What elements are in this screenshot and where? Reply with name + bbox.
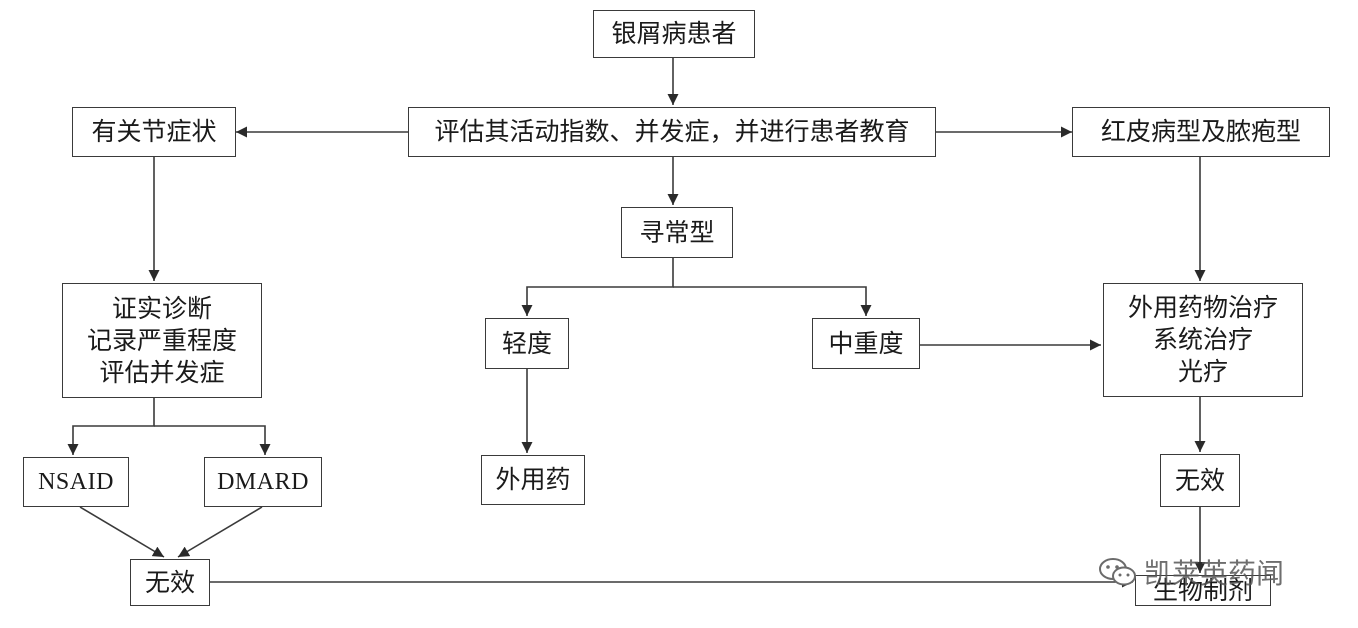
node-nsaid: NSAID xyxy=(23,457,129,507)
watermark: 凯莱英药闻 xyxy=(1098,552,1284,592)
node-therapy: 外用药物治疗 系统治疗 光疗 xyxy=(1103,283,1303,397)
node-confirm: 证实诊断 记录严重程度 评估并发症 xyxy=(62,283,262,398)
node-modsev: 中重度 xyxy=(812,318,920,369)
node-erythro-label: 红皮病型及脓疱型 xyxy=(1100,117,1301,146)
edge-confirm-nsaid xyxy=(67,398,155,455)
node-topical: 外用药 xyxy=(481,455,585,505)
edge-vulgar-branch-right xyxy=(673,286,872,316)
node-confirm-line-2: 记录严重程度 xyxy=(86,325,237,355)
edge-confirm-dmard xyxy=(154,425,271,455)
node-invalid-left: 无效 xyxy=(130,559,210,606)
edge-vulgar-branch xyxy=(521,258,674,316)
node-modsev-label: 中重度 xyxy=(828,328,904,358)
watermark-text: 凯莱英药闻 xyxy=(1144,557,1285,590)
node-invalid-right-label: 无效 xyxy=(1174,465,1225,495)
node-erythro: 红皮病型及脓疱型 xyxy=(1072,107,1330,157)
wechat-icon xyxy=(1099,558,1136,586)
node-biologic-label: 生物制剂 xyxy=(1152,576,1253,605)
edge-nsaid-invalid xyxy=(79,506,165,558)
node-vulgar: 寻常型 xyxy=(621,207,733,258)
node-joint: 有关节症状 xyxy=(72,107,236,157)
node-assess: 评估其活动指数、并发症，并进行患者教育 xyxy=(408,107,936,157)
node-invalid-right: 无效 xyxy=(1160,454,1240,507)
node-dmard: DMARD xyxy=(204,457,322,507)
node-joint-label: 有关节症状 xyxy=(91,117,217,146)
node-mild: 轻度 xyxy=(485,318,569,369)
edge-dmard-invalid xyxy=(177,506,263,558)
node-invalid-left-label: 无效 xyxy=(144,567,195,597)
node-dmard-label: DMARD xyxy=(217,469,309,495)
node-therapy-line-1: 外用药物治疗 xyxy=(1127,293,1278,322)
node-vulgar-label: 寻常型 xyxy=(639,217,715,247)
node-confirm-line-3: 评估并发症 xyxy=(99,357,225,387)
node-topical-label: 外用药 xyxy=(495,465,571,494)
node-nsaid-label: NSAID xyxy=(38,469,114,495)
node-patient-label: 银屑病患者 xyxy=(611,19,737,48)
node-therapy-line-3: 光疗 xyxy=(1177,357,1228,386)
node-assess-label: 评估其活动指数、并发症，并进行患者教育 xyxy=(434,117,910,146)
node-biologic: 生物制剂 xyxy=(1135,575,1271,606)
node-therapy-line-2: 系统治疗 xyxy=(1152,325,1253,354)
node-confirm-line-1: 证实诊断 xyxy=(111,293,212,323)
node-patient: 银屑病患者 xyxy=(593,10,755,58)
node-mild-label: 轻度 xyxy=(501,328,552,358)
